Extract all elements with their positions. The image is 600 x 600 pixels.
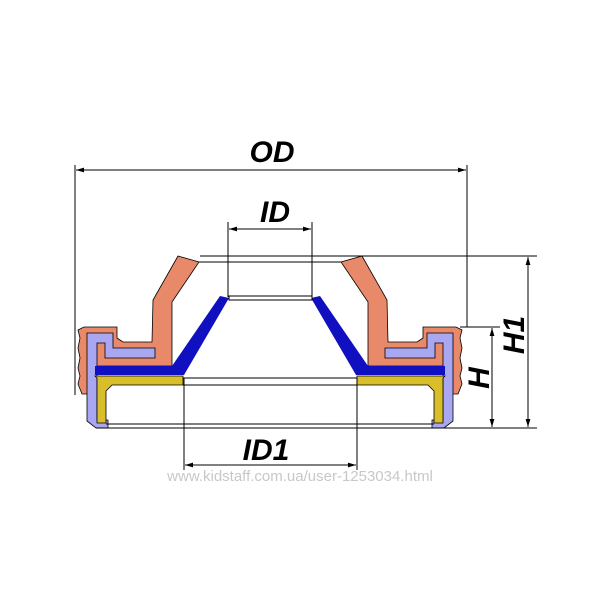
od-label: OD	[250, 136, 295, 169]
seal-half-left	[77, 255, 229, 429]
steel-blue-plate	[95, 296, 229, 375]
id1-label: ID1	[243, 434, 290, 467]
h-label: H	[463, 366, 496, 389]
id-label: ID	[260, 196, 290, 229]
watermark: www.kidstaff.com.ua/user-1253034.html	[166, 468, 433, 485]
h1-label: H1	[498, 316, 531, 354]
inner-bore-top	[228, 295, 313, 301]
yellow-case	[94, 375, 184, 424]
